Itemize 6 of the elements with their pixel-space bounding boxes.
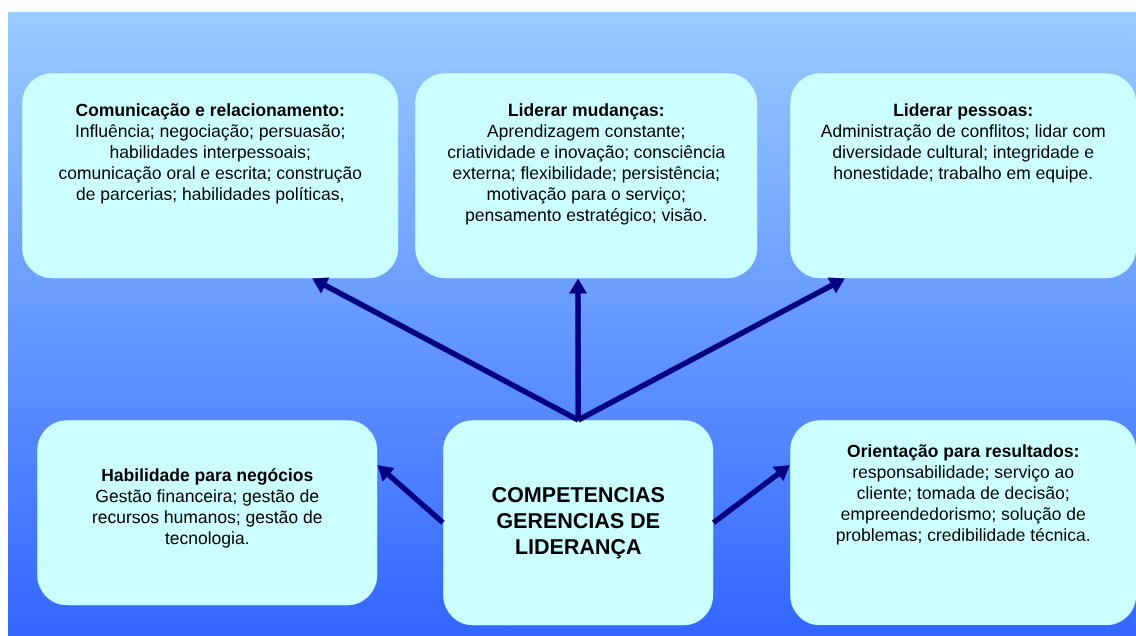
rounded-box: Orientação para resultados: responsabilidade; serviço ao cliente; tomada de decisão; empreendedorismo; solução de problemas; credibilidade técnica. bbox=[790, 420, 1136, 626]
rounded-box: COMPETENCIAS GERENCIAS DE LIDERANÇA bbox=[443, 420, 714, 626]
rounded-box: Comunicação e relacionamento: Influência; negociação; persuasão; habilidades interpessoais; comunicação oral e escrita; construção de parcerias; habilidades políticas, bbox=[22, 73, 399, 279]
rounded-box: Habilidade para negócios Gestão financeira; gestão de recursos humanos; gestão de tecnologia. bbox=[37, 420, 378, 606]
rounded-box: Liderar mudanças: Aprendizagem constante; criatividade e inovação; consciência externa; flexibilidade; persistência; motivação para o serviço; pensamento estratégico; visão. bbox=[415, 73, 758, 279]
rounded-box: Liderar pessoas: Administração de conflitos; lidar com diversidade cultural; integridade e honestidade; trabalho em equipe. bbox=[790, 73, 1136, 279]
